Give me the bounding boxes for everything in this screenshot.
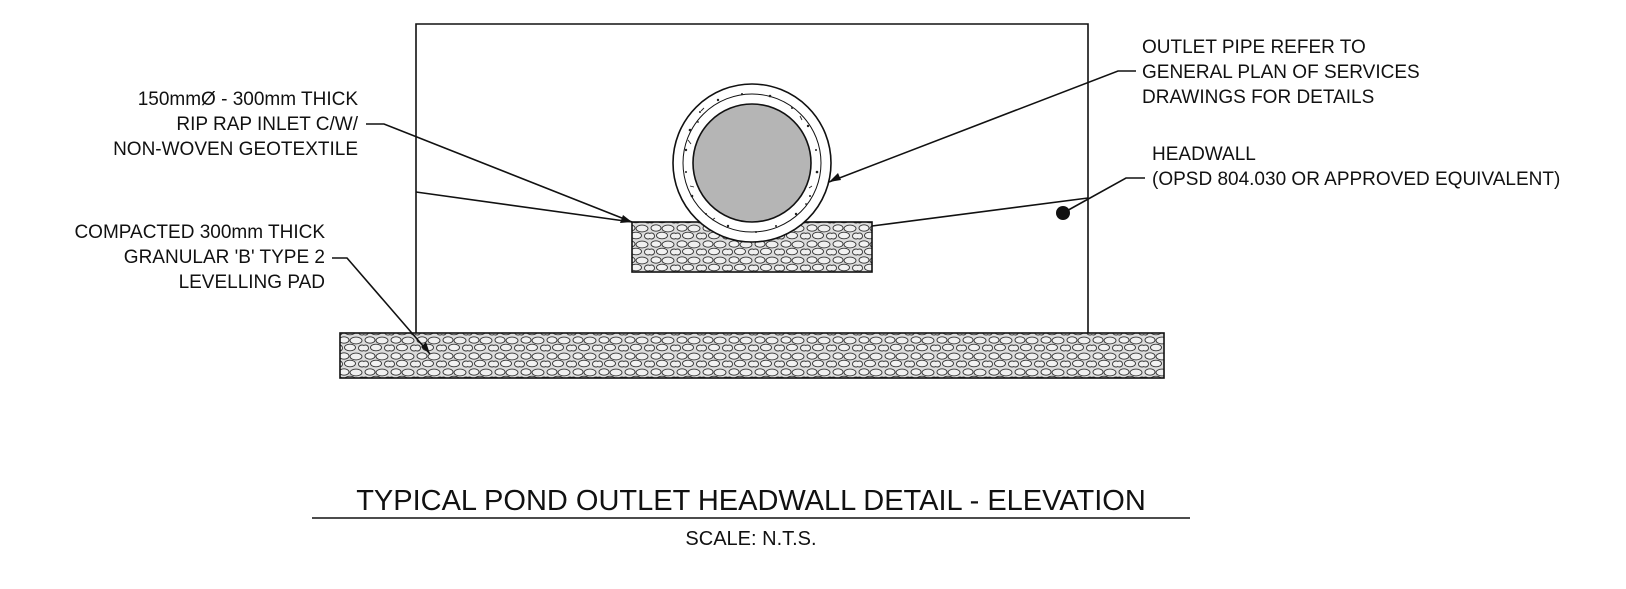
grade-line-right [871, 197, 1089, 227]
headwall-label-line-1: HEADWALL [1152, 144, 1256, 165]
drawing-scale: SCALE: N.T.S. [685, 528, 816, 550]
rip-rap-label-line-1: 150mmØ - 300mm THICK [138, 89, 359, 110]
drawing-title-block: TYPICAL POND OUTLET HEADWALL DETAIL - EL… [312, 485, 1190, 550]
levelling-pad [339, 332, 1165, 379]
pad-label-line-1: COMPACTED 300mm THICK [74, 222, 325, 243]
levelling-pad-callout: COMPACTED 300mm THICK GRANULAR 'B' TYPE … [74, 222, 431, 355]
headwall-label-line-2: (OPSD 804.030 OR APPROVED EQUIVALENT) [1152, 169, 1560, 190]
drawing-title: TYPICAL POND OUTLET HEADWALL DETAIL - EL… [356, 485, 1146, 517]
rip-rap-callout: 150mmØ - 300mm THICK RIP RAP INLET C/W/ … [113, 89, 633, 223]
headwall-outline [415, 23, 1089, 344]
outlet-label-line-1: OUTLET PIPE REFER TO [1142, 37, 1366, 58]
pad-label-line-2: GRANULAR 'B' TYPE 2 [124, 247, 325, 268]
grade-line-left [415, 191, 633, 223]
pad-label-line-3: LEVELLING PAD [179, 272, 325, 293]
headwall-callout: HEADWALL (OPSD 804.030 OR APPROVED EQUIV… [1056, 144, 1560, 220]
outlet-pipe-callout: OUTLET PIPE REFER TO GENERAL PLAN OF SER… [828, 37, 1420, 183]
rip-rap-label-line-2: RIP RAP INLET C/W/ [176, 114, 358, 135]
outlet-label-line-2: GENERAL PLAN OF SERVICES [1142, 62, 1420, 83]
rip-rap-label-line-3: NON-WOVEN GEOTEXTILE [113, 139, 358, 160]
outlet-pipe [672, 83, 832, 243]
outlet-label-line-3: DRAWINGS FOR DETAILS [1142, 87, 1374, 108]
